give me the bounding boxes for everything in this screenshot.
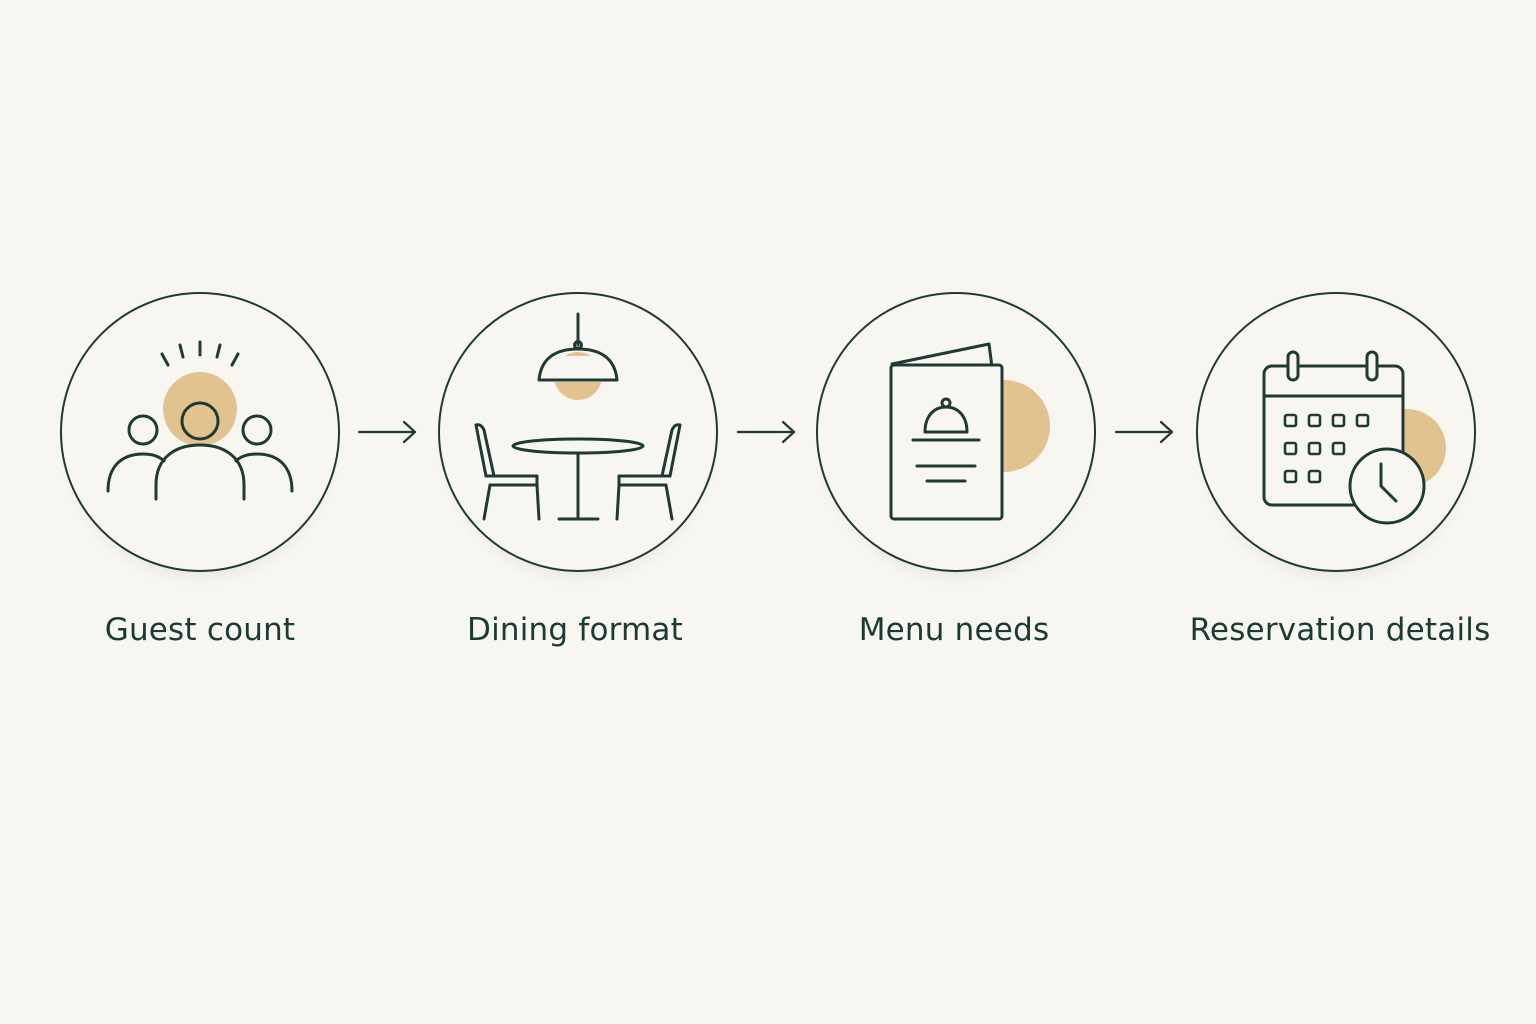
dining-table-icon (474, 312, 682, 521)
menu-cloche-icon (889, 342, 1050, 521)
arrow-right-icon (357, 420, 417, 444)
step-dining-format (438, 292, 718, 572)
step-label-reservation-details: Reservation details (1189, 612, 1491, 648)
step-guest-count (60, 292, 340, 572)
step-label-dining-format: Dining format (467, 612, 683, 648)
arrow-right-icon (1114, 420, 1174, 444)
step-label-guest-count: Guest count (104, 612, 296, 648)
step-menu-needs (816, 292, 1096, 572)
arrow-right-icon (736, 420, 796, 444)
calendar-clock-icon (1262, 350, 1446, 525)
guests-icon (106, 340, 294, 501)
step-label-menu-needs: Menu needs (858, 612, 1050, 648)
step-reservation-details (1196, 292, 1476, 572)
